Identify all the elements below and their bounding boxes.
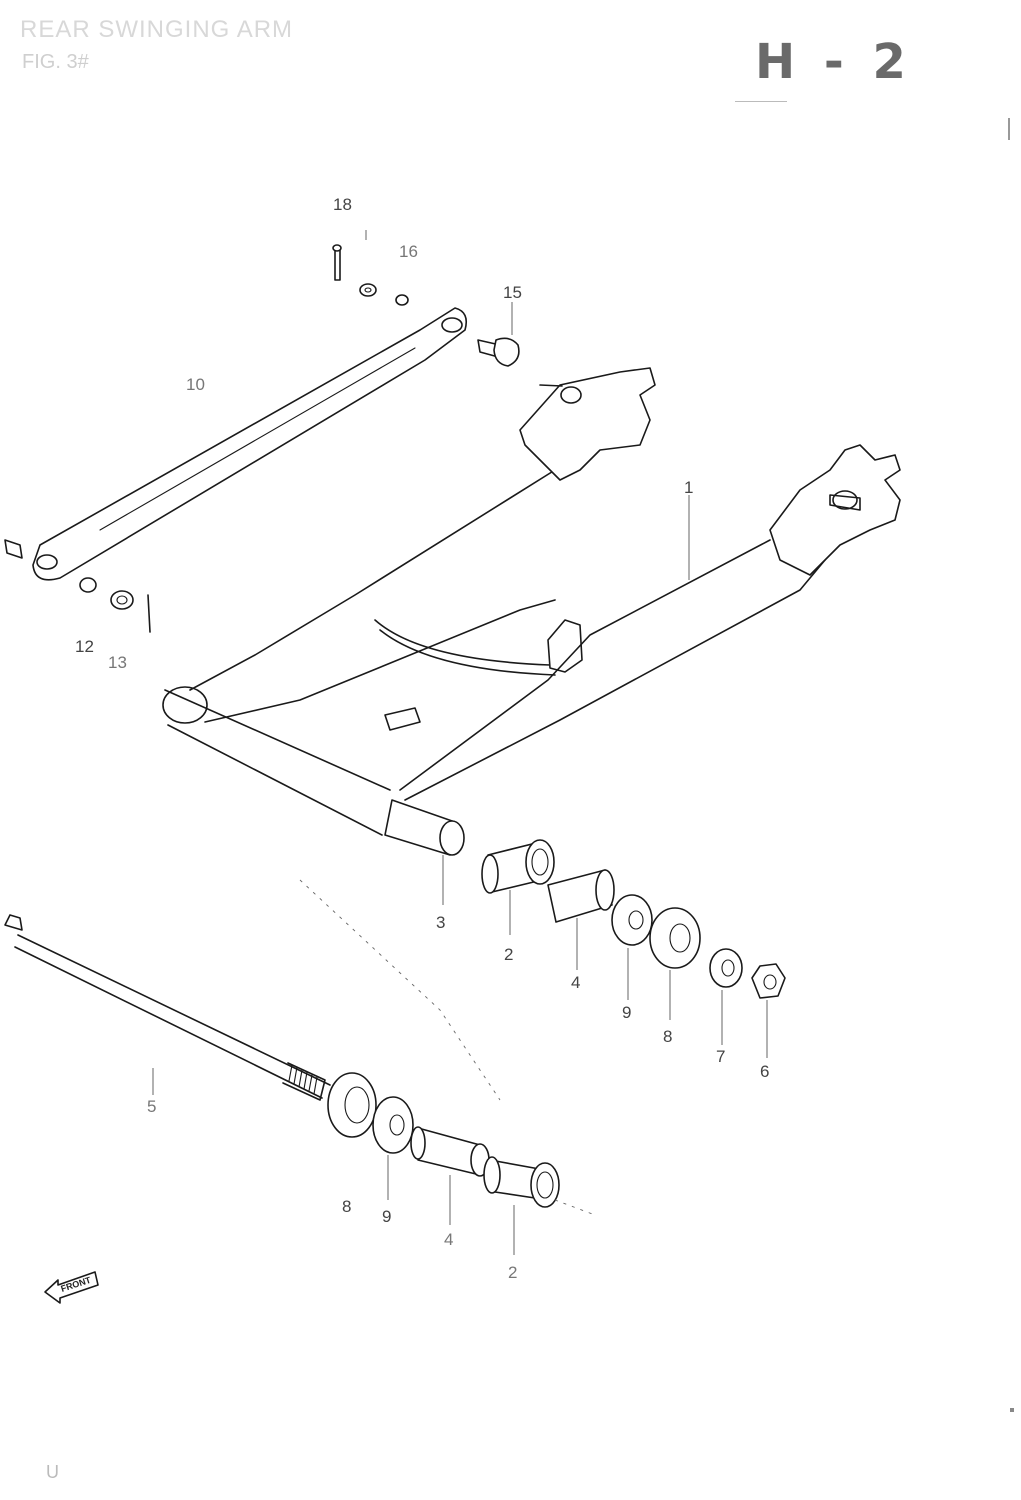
callout-6: 6 <box>760 1062 769 1081</box>
left-bearing-stack <box>327 1072 560 1208</box>
callout-2-right: 2 <box>504 945 513 964</box>
callout-9-left: 9 <box>382 1207 391 1226</box>
callout-9-right: 9 <box>622 1003 631 1022</box>
callout-1: 1 <box>684 478 693 497</box>
scan-mark <box>1008 118 1010 140</box>
pivot-shaft <box>4 914 331 1101</box>
callout-16: 16 <box>399 242 418 261</box>
callout-15: 15 <box>503 283 522 302</box>
callout-18: 18 <box>333 195 352 214</box>
callout-8-left: 8 <box>342 1197 351 1216</box>
scan-dot <box>1010 1408 1014 1412</box>
right-bearing-stack <box>481 839 786 999</box>
assembly-guide-line-end <box>554 1199 596 1216</box>
page-footer-marker: U <box>46 1462 59 1482</box>
rod-front-bolt <box>477 337 520 367</box>
page-code-underline <box>735 101 787 102</box>
callout-13: 13 <box>108 653 127 672</box>
callout-2-left: 2 <box>508 1263 517 1282</box>
callout-5: 5 <box>147 1097 156 1116</box>
diagram-title: REAR SWINGING ARM <box>20 16 294 43</box>
callout-4-left: 4 <box>444 1230 453 1249</box>
leader-lines <box>152 230 768 1255</box>
callout-10: 10 <box>186 375 205 394</box>
rod-upper-bolt-assembly <box>332 244 409 306</box>
torque-rod <box>32 307 468 581</box>
swinging-arm <box>162 367 901 856</box>
callout-3: 3 <box>436 913 445 932</box>
figure-reference: FIG. 3# <box>22 51 89 73</box>
callout-labels: 18 16 15 10 1 12 13 3 2 4 9 8 7 6 5 8 9 … <box>75 195 769 1282</box>
callout-12: 12 <box>75 637 94 656</box>
page-code: H - 2 <box>755 34 912 90</box>
callout-7: 7 <box>716 1047 725 1066</box>
callout-4-right: 4 <box>571 973 580 992</box>
assembly-guide-line <box>299 879 501 1101</box>
rod-lower-bolt-assembly <box>4 539 151 633</box>
callout-8-right: 8 <box>663 1027 672 1046</box>
front-direction-arrow: FRONT <box>44 1271 99 1304</box>
